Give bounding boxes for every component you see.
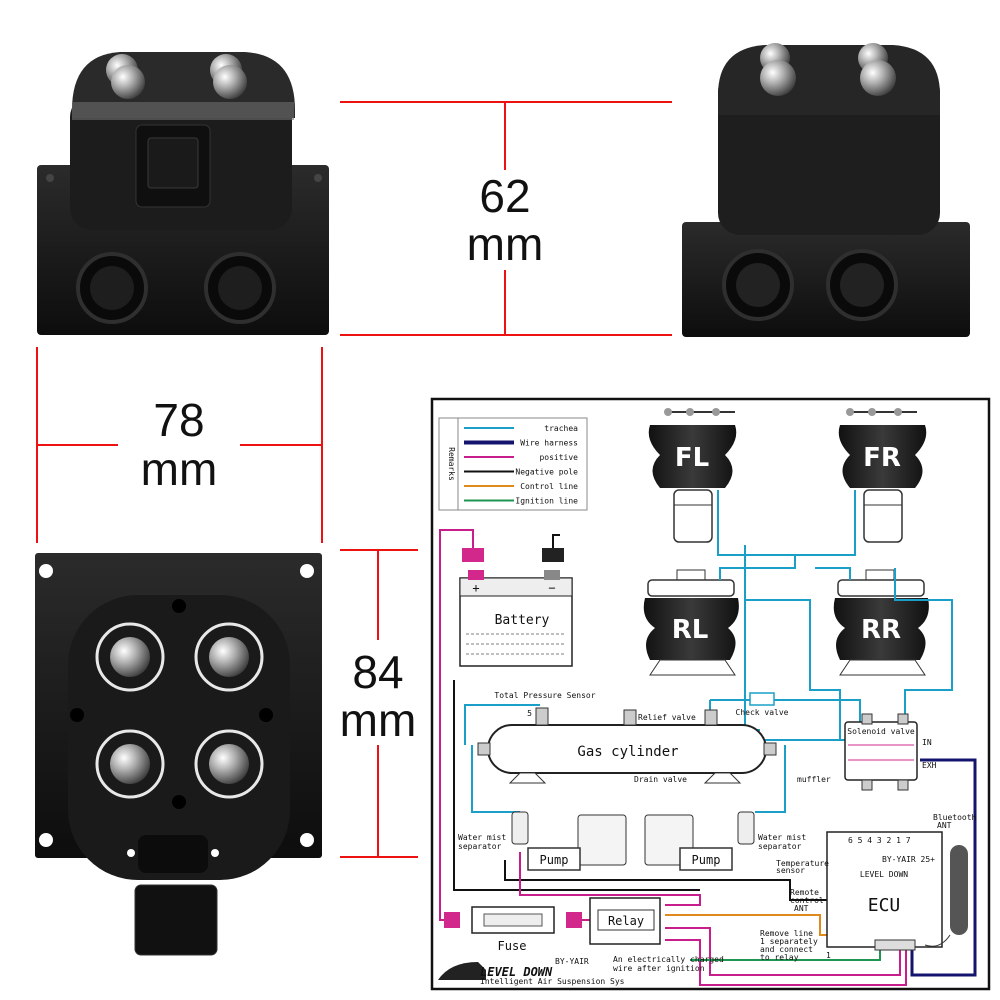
- sensor-number: 5: [527, 709, 532, 718]
- fuse: Fuse: [444, 906, 582, 953]
- brand-tag: BY-YAIR: [555, 957, 589, 966]
- gas-cylinder-label: Gas cylinder: [577, 744, 678, 760]
- drain-valve-label: Drain valve: [634, 775, 687, 784]
- remote-control-line1: Remote: [790, 888, 819, 897]
- remove-line-3: and connect: [760, 945, 813, 954]
- airbag-rl-label: RL: [672, 615, 709, 645]
- brand-sub: Intelligent Air Suspension Sys: [480, 977, 625, 986]
- airbag-rr-label: RR: [861, 615, 901, 645]
- pump-right-label: Pump: [692, 853, 721, 867]
- fuse-label: Fuse: [498, 939, 527, 953]
- port-fr: [194, 622, 264, 692]
- air-lines: [464, 490, 953, 813]
- remove-line-2: 1 separately: [760, 937, 818, 946]
- ecu: 6 5 4 3 2 1 7 BY-YAIR 25+ LEVEL DOWN ECU…: [776, 813, 977, 951]
- muffler-label: muffler: [797, 775, 831, 784]
- ignition-note-1: An electrically charged: [613, 955, 724, 964]
- valve-top-view: [35, 553, 322, 956]
- relief-valve-label: Relief valve: [638, 713, 696, 722]
- airbag-fl-label: FL: [675, 443, 709, 473]
- legend-item-label: positive: [539, 453, 578, 462]
- water-mist-left-line1: Water mist: [458, 833, 506, 842]
- remote-control-line3: ANT: [794, 904, 809, 913]
- port-fl: [95, 622, 165, 692]
- check-valve-icon: [749, 692, 775, 706]
- port-rl: [95, 729, 165, 799]
- line-one-label: 1: [826, 951, 831, 960]
- pump-right: Pump: [644, 814, 733, 871]
- water-mist-separator-right: Water mist separator: [737, 811, 806, 851]
- battery-label: Battery: [495, 613, 550, 628]
- airbag-rl: RL: [643, 569, 739, 676]
- airbag-fr: FR: [838, 408, 927, 543]
- port-rr: [194, 729, 264, 799]
- exh-label: EXH: [922, 761, 937, 770]
- water-mist-right-line1: Water mist: [758, 833, 806, 842]
- water-mist-separator-left: Water mist separator: [458, 811, 529, 851]
- legend-item-label: Wire harness: [520, 439, 578, 448]
- temperature-sensor-line1: Temperature: [776, 859, 829, 868]
- solenoid-valve-label: Solenoid valve: [847, 727, 915, 736]
- dimension-height-unit: mm: [467, 218, 544, 270]
- valve-side-view: [682, 43, 970, 337]
- relay-label: Relay: [608, 914, 644, 928]
- temperature-sensor-line2: sensor: [776, 866, 805, 875]
- in-label: IN: [922, 738, 932, 747]
- battery-minus: −: [548, 581, 555, 595]
- airbag-fr-label: FR: [863, 443, 901, 473]
- dimension-width-value: 78: [153, 394, 204, 446]
- remote-control-line2: control: [790, 896, 824, 905]
- brand-name: LEVEL DOWN: [480, 965, 553, 979]
- battery: + − Battery: [459, 548, 573, 667]
- dimension-depth-unit: mm: [340, 694, 417, 746]
- legend-item-label: Ignition line: [515, 497, 578, 506]
- dimension-height-value: 62: [479, 170, 530, 222]
- ecu-label: ECU: [868, 895, 901, 916]
- pump-left-label: Pump: [540, 853, 569, 867]
- total-pressure-sensor-label: Total Pressure Sensor: [494, 691, 595, 700]
- dimension-width: 78 mm: [36, 347, 323, 543]
- dimension-width-unit: mm: [141, 443, 218, 495]
- solenoid-valve: Solenoid valve IN EXH muffler: [797, 713, 937, 791]
- remove-line-4: to relay: [760, 953, 799, 962]
- remove-line-1: Remove line: [760, 929, 813, 938]
- dimension-depth: 84 mm: [340, 549, 418, 858]
- airbag-rr: RR: [833, 569, 929, 676]
- legend-item-label: Negative pole: [515, 468, 578, 477]
- bluetooth-line2: ANT: [937, 821, 952, 830]
- ignition-note-2: wire after ignition: [613, 964, 705, 973]
- legend-item-label: trachea: [544, 424, 578, 433]
- legend-item-label: Control line: [520, 482, 578, 491]
- relay: Relay: [589, 897, 661, 945]
- water-mist-right-line2: separator: [758, 842, 802, 851]
- legend-title: Remarks: [447, 447, 456, 481]
- ecu-pins: 6 5 4 3 2 1 7: [848, 836, 911, 845]
- water-mist-left-line2: separator: [458, 842, 502, 851]
- airbag-fl: FL: [648, 408, 737, 543]
- brand-logo: LEVEL DOWN BY-YAIR Intelligent Air Suspe…: [438, 957, 625, 986]
- valve-front-view: [37, 52, 329, 335]
- pump-left: Pump: [527, 814, 627, 871]
- bluetooth-line1: Bluetooth: [933, 813, 977, 822]
- wire-harness: [910, 758, 977, 977]
- gas-cylinder: Gas cylinder Total Pressure Sensor 5 Rel…: [477, 691, 777, 784]
- battery-plus: +: [472, 581, 479, 595]
- ecu-brand: LEVEL DOWN: [860, 870, 908, 879]
- check-valve-label: Check valve: [736, 708, 789, 717]
- dimension-height: 62 mm: [340, 101, 672, 336]
- ecu-model: BY-YAIR 25+: [882, 855, 935, 864]
- dimension-depth-value: 84: [352, 646, 403, 698]
